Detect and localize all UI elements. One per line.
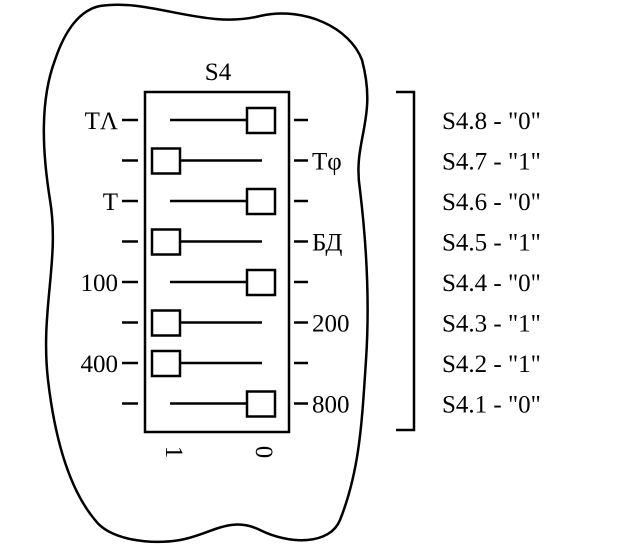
axis-label-on: 1: [160, 446, 187, 459]
legend-label: S4.8 - "0": [442, 108, 541, 135]
legend-label: S4.5 - "1": [442, 230, 541, 257]
right-label: Tφ: [312, 149, 342, 176]
legend-label: S4.7 - "1": [442, 149, 541, 176]
switch-row: 800 S4.1 - "0": [122, 390, 541, 419]
right-label: 800: [312, 392, 350, 419]
legend-bracket: [396, 90, 416, 432]
axis-label-off: 0: [250, 446, 277, 459]
legend-label: S4.4 - "0": [442, 270, 541, 297]
switch-row: 100 S4.4 - "0": [81, 268, 541, 297]
left-label: 100: [81, 270, 119, 297]
switch-title: S4: [205, 59, 232, 86]
switch-knob[interactable]: [245, 268, 277, 297]
legend-label: S4.6 - "0": [442, 189, 541, 216]
legend-label: S4.3 - "1": [442, 311, 541, 338]
outline-blob: [42, 3, 369, 544]
switch-knob[interactable]: [245, 106, 277, 135]
right-label: 200: [312, 311, 350, 338]
switch-knob[interactable]: [150, 309, 182, 337]
left-label: TΛ: [85, 108, 118, 135]
switch-row: 400 S4.2 - "1": [81, 349, 541, 378]
switch-row: T S4.6 - "0": [103, 187, 541, 216]
switch-knob[interactable]: [150, 349, 182, 378]
switch-body: [143, 90, 291, 434]
switch-knob[interactable]: [150, 147, 182, 175]
switch-knob[interactable]: [245, 187, 277, 216]
left-label: 400: [81, 351, 119, 378]
switch-row: TΛ S4.8 - "0": [85, 106, 541, 135]
switch-row: БД S4.5 - "1": [122, 228, 541, 257]
switch-knob[interactable]: [245, 390, 277, 418]
switch-row: 200 S4.3 - "1": [122, 309, 541, 338]
legend-label: S4.2 - "1": [442, 351, 541, 378]
left-label: T: [103, 189, 118, 216]
switch-knob[interactable]: [150, 228, 182, 256]
legend-label: S4.1 - "0": [442, 392, 541, 419]
switch-row: Tφ S4.7 - "1": [122, 147, 541, 176]
right-label: БД: [312, 230, 342, 257]
